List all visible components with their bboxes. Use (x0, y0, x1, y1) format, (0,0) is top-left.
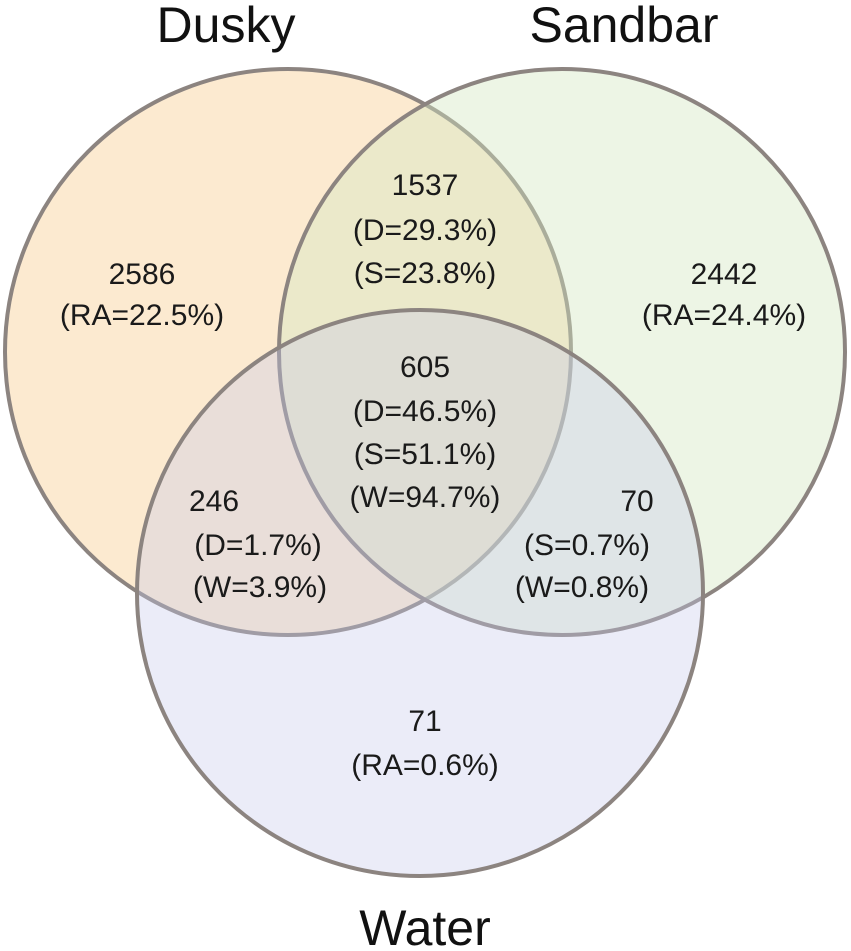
region-percent-dusky: (D=1.7%) (194, 529, 322, 562)
region-sandbar-only: 2442 (RA=24.4%) (642, 258, 806, 332)
region-percent: (RA=0.6%) (351, 749, 499, 782)
region-percent-dusky: (D=46.5%) (353, 395, 497, 428)
region-sandbar-water: 70 (S=0.7%) (W=0.8%) (515, 485, 654, 604)
region-percent-sandbar: (S=23.8%) (354, 257, 497, 290)
region-count: 2586 (109, 258, 176, 291)
region-all-three: 605 (D=46.5%) (S=51.1%) (W=94.7%) (350, 351, 501, 514)
region-dusky-sandbar: 1537 (D=29.3%) (S=23.8%) (353, 169, 497, 290)
dusky-label: Dusky (157, 0, 296, 53)
region-count: 2442 (691, 258, 758, 291)
water-label: Water (359, 900, 491, 951)
water-circle (135, 308, 705, 878)
region-count: 605 (400, 351, 450, 384)
region-water-only: 71 (RA=0.6%) (351, 705, 499, 782)
region-percent: (RA=22.5%) (60, 299, 224, 332)
region-dusky-water: 246 (D=1.7%) (W=3.9%) (189, 485, 327, 604)
region-percent-water: (W=94.7%) (350, 481, 501, 514)
region-count: 71 (408, 705, 441, 738)
region-percent-dusky: (D=29.3%) (353, 214, 497, 247)
region-count: 246 (189, 485, 239, 518)
region-percent-sandbar: (S=0.7%) (524, 529, 650, 562)
region-dusky-only: 2586 (RA=22.5%) (60, 258, 224, 332)
region-percent-water: (W=0.8%) (515, 571, 649, 604)
region-percent: (RA=24.4%) (642, 299, 806, 332)
region-percent-sandbar: (S=51.1%) (354, 438, 497, 471)
sandbar-label: Sandbar (529, 0, 718, 53)
region-count: 70 (620, 485, 653, 518)
region-count: 1537 (392, 169, 459, 202)
sandbar-circle (277, 67, 847, 637)
region-percent-water: (W=3.9%) (193, 571, 327, 604)
